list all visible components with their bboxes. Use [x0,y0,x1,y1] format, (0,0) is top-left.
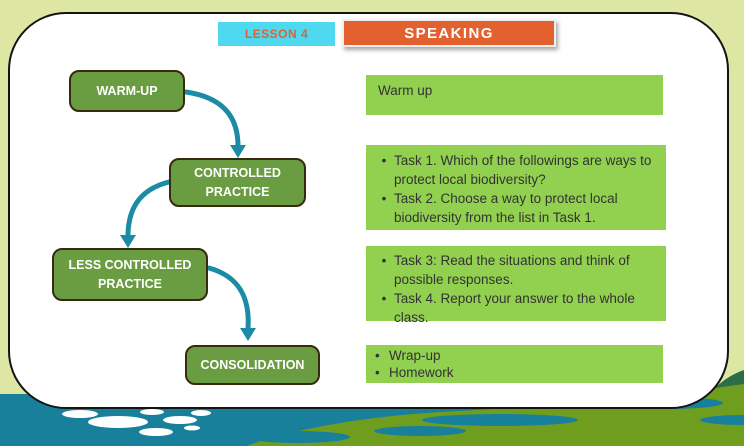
content-box-tasks-1-2: • Task 1. Which of the followings are wa… [366,145,666,230]
list-item-text: Task 2. Choose a way to protect local bi… [394,191,618,225]
water-streak [422,414,578,426]
flow-node-consolidation: CONSOLIDATION [185,345,320,385]
water-highlight [62,410,98,418]
bullet-icon: • [381,291,387,306]
list-item-text: Wrap-up [389,348,441,363]
flow-node-less-controlled-practice: LESS CONTROLLED PRACTICE [52,248,208,301]
water-streak [374,426,466,436]
list-item: • Task 3: Read the situations and think … [374,251,658,289]
list-item-text: Task 1. Which of the followings are ways… [394,153,652,187]
water-highlight [88,416,148,428]
list-item-text: Task 3: Read the situations and think of… [394,253,630,287]
water-highlight [163,416,197,424]
lesson-badge: LESSON 4 [218,22,335,46]
title-badge: SPEAKING [342,19,556,47]
list-item: • Homework [373,365,656,382]
bullet-icon: • [375,348,380,363]
flow-node-controlled-practice: CONTROLLED PRACTICE [169,158,306,207]
content-box-warm-up: Warm up [366,75,663,115]
list-item: • Task 4. Report your answer to the whol… [374,289,658,327]
bullet-icon: • [381,191,387,206]
list-item: • Task 2. Choose a way to protect local … [374,189,658,227]
content-box-tasks-3-4: • Task 3: Read the situations and think … [366,246,666,325]
list-item: • Wrap-up [373,348,656,365]
list-item: • Task 1. Which of the followings are wa… [374,151,658,189]
flow-node-warm-up: WARM-UP [69,70,185,112]
content-box-wrapup-homework: • Wrap-up • Homework [366,345,663,383]
bullet-icon: • [375,364,380,380]
water-highlight [139,428,173,436]
water-streak [246,431,350,443]
bullet-icon: • [381,153,387,168]
list-item-text: Task 4. Report your answer to the whole … [394,291,635,325]
water-highlight [184,425,200,431]
list-item-text: Homework [389,364,454,380]
water-highlight [191,410,211,416]
content-text: Warm up [378,83,433,98]
bullet-icon: • [381,253,387,268]
water-highlight [140,409,164,415]
water-streak [700,415,744,425]
